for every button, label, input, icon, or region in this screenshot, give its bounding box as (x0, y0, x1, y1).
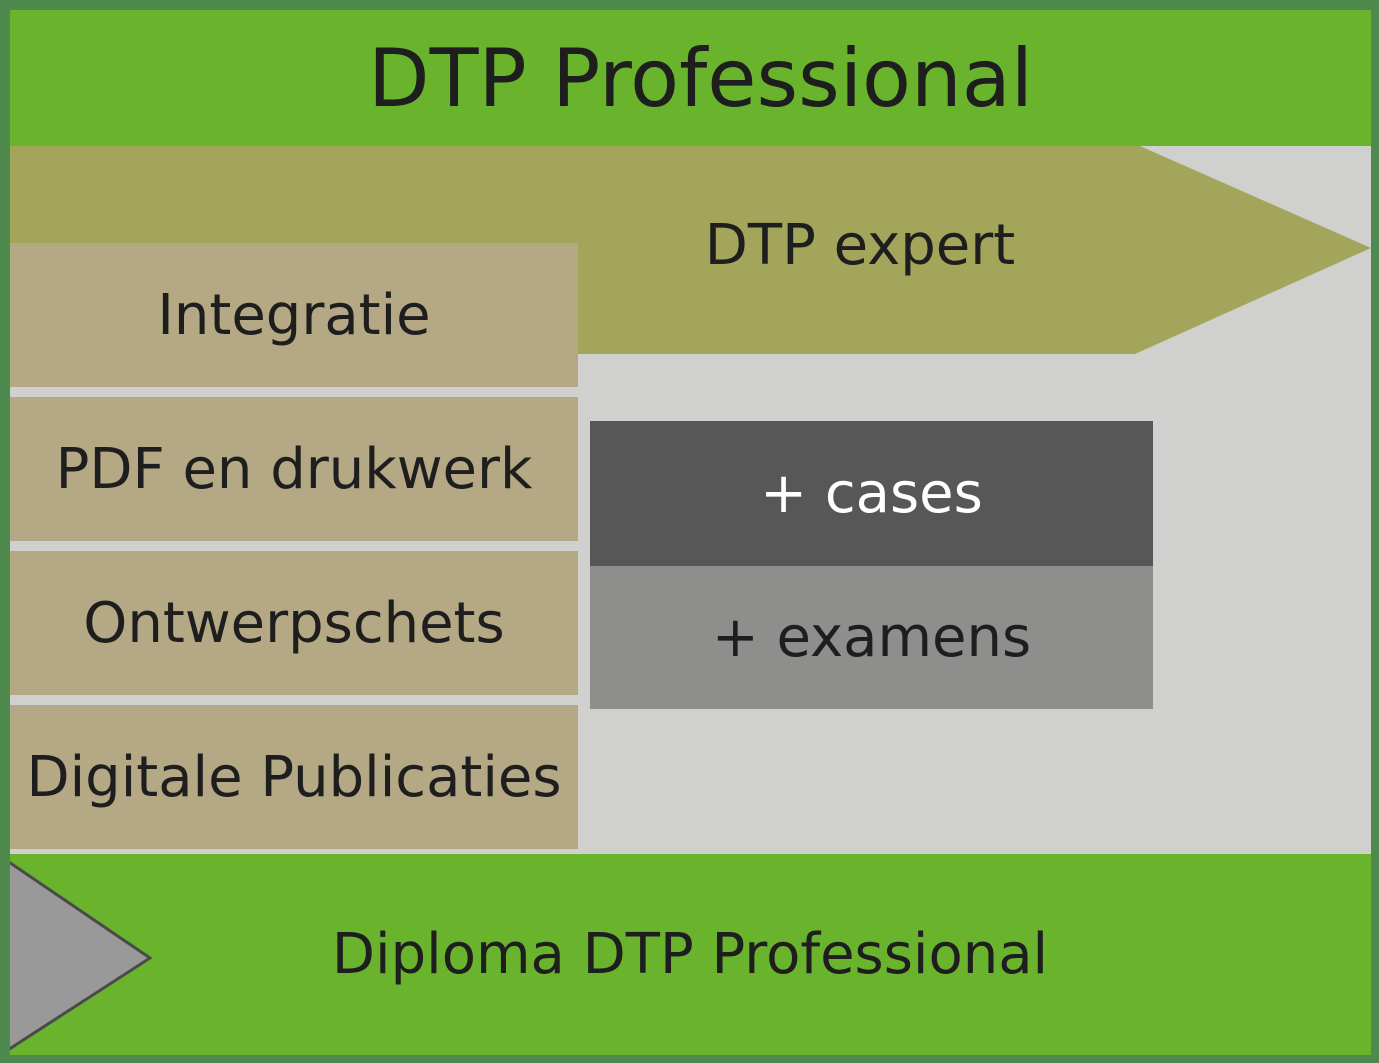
examens-box: + examens (590, 566, 1153, 709)
diploma-bar: Diploma DTP Professional (10, 854, 1371, 1055)
module-ontwerpschets: Ontwerpschets (10, 551, 578, 695)
title-bar: DTP Professional (10, 10, 1371, 146)
module-digitale-publicaties: Digitale Publicaties (10, 705, 578, 849)
diagram-canvas: DTP Professional DTP expert Integratie P… (10, 10, 1371, 1055)
module-integratie: Integratie (10, 243, 578, 387)
expert-label: DTP expert (704, 212, 1016, 278)
diploma-label: Diploma DTP Professional (331, 922, 1049, 987)
diagram-title: DTP Professional (368, 31, 1033, 125)
diploma-arrow-icon (10, 860, 153, 1051)
module-pdf-en-drukwerk: PDF en drukwerk (10, 397, 578, 541)
cases-box: + cases (590, 421, 1153, 566)
